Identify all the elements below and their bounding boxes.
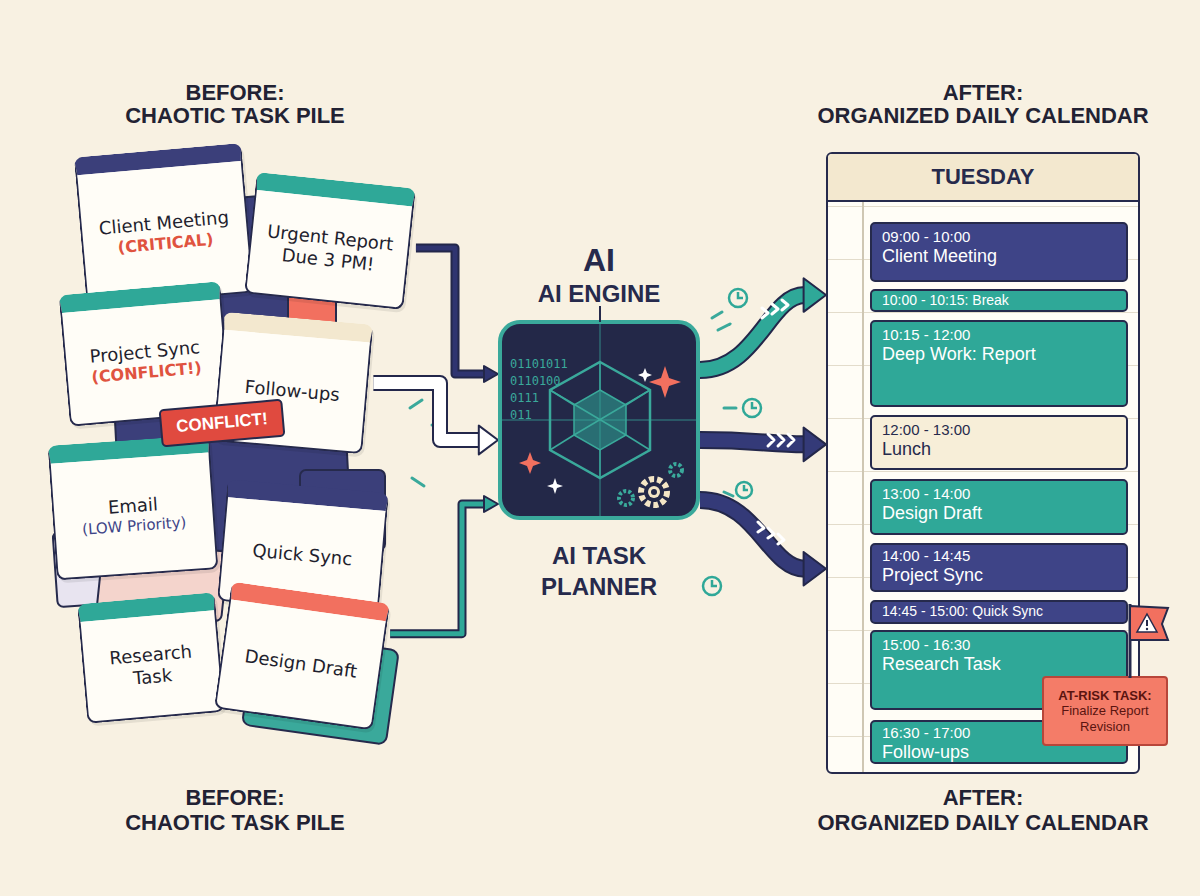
node-text: 15:00 - 16:30 — [882, 636, 1116, 654]
node-text: Design Draft — [243, 645, 358, 683]
at-risk-flag: AT-RISK TASK:Finalize Report Revision — [1042, 676, 1168, 746]
flow-arrow — [390, 496, 498, 634]
node-text: AI ENGINE — [482, 280, 716, 308]
sparkle — [547, 478, 563, 494]
task-card: Urgent Report Due 3 PM! — [244, 172, 416, 310]
flow-arrow — [700, 428, 826, 462]
node-text: Research Task — [882, 654, 1116, 676]
node-text: 13:00 - 14:00 — [882, 485, 1116, 503]
section-heading: BEFORE: — [35, 785, 435, 811]
section-heading: AFTER: — [783, 785, 1183, 811]
chevrons — [758, 300, 794, 544]
section-heading: ORGANIZED DAILY CALENDAR — [783, 103, 1183, 129]
node-text: Project Sync — [882, 565, 1116, 587]
section-heading: ORGANIZED DAILY CALENDAR — [783, 810, 1183, 836]
node-text: Research Task — [88, 638, 215, 694]
node-text: 10:15 - 12:00 — [882, 326, 1116, 344]
node-text: 12:00 - 13:00 — [882, 421, 1116, 439]
calendar-event: 09:00 - 10:00Client Meeting — [870, 222, 1128, 282]
calendar-event: 12:00 - 13:00Lunch — [870, 415, 1128, 470]
node-text: Deep Work: Report — [882, 344, 1116, 366]
node-text: AT-RISK TASK: — [1058, 688, 1151, 704]
binary-text: 01101011 — [510, 357, 568, 371]
calendar-event: 10:00 - 10:15: Break — [870, 289, 1128, 312]
calendar-event: 10:15 - 12:00Deep Work: Report — [870, 320, 1128, 407]
warning-flag — [1130, 604, 1168, 678]
calendar-event: 13:00 - 14:00Design Draft — [870, 479, 1128, 535]
node-text: Lunch — [882, 439, 1116, 461]
node-text: 10:00 - 10:15: Break — [882, 293, 1116, 308]
gear-icon — [619, 464, 682, 505]
node-text: Design Draft — [882, 503, 1116, 525]
node-text: CONFLICT! — [176, 409, 269, 437]
node-text: 14:45 - 15:00: Quick Sync — [882, 604, 1116, 619]
binary-text: 0110100 — [510, 374, 561, 388]
node-text: 09:00 - 10:00 — [882, 228, 1116, 246]
section-heading: AFTER: — [783, 80, 1183, 106]
section-heading: CHAOTIC TASK PILE — [35, 103, 435, 129]
sparkle — [649, 366, 681, 398]
node-text: 14:00 - 14:45 — [882, 547, 1116, 565]
node-text: Client Meeting — [882, 246, 1116, 268]
sparkle — [638, 368, 652, 382]
node-text: TUESDAY — [828, 154, 1138, 202]
task-card: Design Draft — [214, 581, 390, 730]
section-heading: CHAOTIC TASK PILE — [35, 810, 435, 836]
binary-text: 011 — [510, 408, 532, 422]
flow-arrow — [416, 248, 498, 382]
sparkle — [519, 452, 541, 474]
node-text: Urgent Report Due 3 PM! — [254, 219, 404, 279]
section-heading: BEFORE: — [35, 80, 435, 106]
flow-arrow — [700, 500, 826, 586]
node-text: (LOW Priority) — [82, 514, 187, 540]
node-text: AI TASK PLANNER — [514, 540, 684, 602]
node-text: Quick Sync — [251, 539, 353, 570]
calendar-event: 14:00 - 14:45Project Sync — [870, 543, 1128, 592]
motion-dashes — [712, 312, 736, 496]
leader-line — [599, 306, 601, 322]
node-text: AI — [502, 242, 696, 279]
clock-icon — [703, 289, 761, 595]
node-text: Finalize Report Revision — [1050, 703, 1160, 734]
task-card: Client Meeting(CRITICAL) — [74, 143, 254, 307]
binary-text: 0111 — [510, 391, 539, 405]
flow-arrow — [700, 278, 826, 370]
ai-gem — [502, 324, 696, 516]
flow-arrow — [373, 383, 498, 454]
task-card: Email(LOW Priority) — [47, 435, 218, 581]
task-card: Research Task — [77, 592, 225, 724]
calendar-event: 14:45 - 15:00: Quick Sync — [870, 600, 1128, 624]
